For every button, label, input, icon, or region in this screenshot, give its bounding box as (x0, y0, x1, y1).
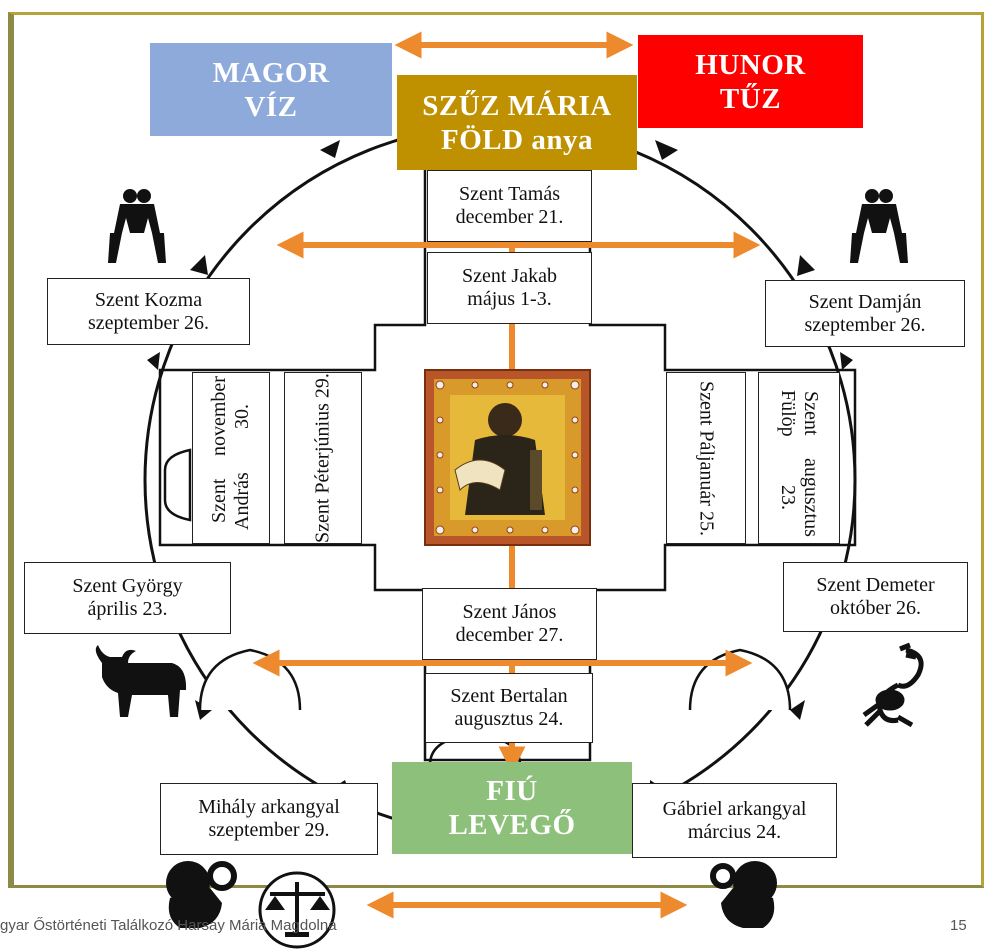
fire-label: TŰZ (719, 82, 782, 115)
gemini-icon (108, 189, 166, 263)
saint-name: Szent Pál (695, 380, 718, 456)
saint-name: Szent Péter (311, 452, 334, 543)
saint-jakab-box: Szent Jakab május 1-3. (427, 252, 592, 324)
saint-date: március 24. (687, 820, 782, 843)
aries-icon (710, 861, 777, 928)
saint-damjan-box: Szent Damján szeptember 26. (765, 280, 965, 347)
saint-janos-box: Szent János december 27. (422, 588, 597, 660)
saint-date: június 29. (311, 373, 334, 453)
szuz-maria-earth-box: SZŰZ MÁRIA FÖLD anya (397, 75, 637, 170)
water-label: VÍZ (244, 90, 298, 123)
saint-name: Mihály arkangyal (198, 796, 340, 818)
fiu-label: FIÚ (486, 775, 538, 807)
saint-name: Szent Jakab (462, 265, 557, 287)
page-number: 15 (950, 917, 967, 934)
saint-name: Szent Kozma (94, 288, 203, 311)
saint-date: április 23. (87, 598, 168, 620)
saint-date: december 27. (455, 624, 564, 646)
saint-gyorgy-box: Szent György április 23. (24, 562, 231, 634)
saint-date: december 21. (455, 206, 564, 228)
saint-pal-box: Szent Pál január 25. (666, 372, 746, 544)
saint-date: október 26. (829, 597, 922, 619)
hunor-label: HUNOR (695, 48, 806, 81)
libra-icon (258, 871, 336, 949)
gabriel-arkangyal-box: Gábriel arkangyal március 24. (632, 783, 837, 858)
saint-demeter-box: Szent Demeter október 26. (783, 562, 968, 632)
saint-name: Szent Demeter (816, 574, 935, 596)
aries-icon (166, 861, 237, 928)
saint-name: Gábriel arkangyal (662, 797, 807, 820)
szuz-maria-label: SZŰZ MÁRIA (422, 89, 612, 122)
saint-andras-box: Szent András november 30. (192, 372, 270, 544)
slide-frame (8, 12, 984, 888)
taurus-icon (95, 645, 187, 717)
saint-date: augusztus 23. (777, 458, 822, 538)
saint-name: Szent Damján (808, 290, 922, 313)
saint-name: Szent András (208, 472, 253, 531)
fiu-air-box: FIÚ LEVEGŐ (392, 762, 632, 854)
cross-floorplan (158, 166, 857, 762)
magor-water-box: MAGOR VÍZ (150, 43, 392, 136)
saint-peter-box: Szent Péter június 29. (284, 372, 362, 544)
earth-mother-label: FÖLD anya (441, 123, 593, 156)
saint-name: Szent János (462, 601, 557, 623)
saint-tamas-box: Szent Tamás december 21. (427, 170, 592, 242)
saint-name: Szent Tamás (459, 183, 560, 205)
saint-fulop-box: Szent Fülöp augusztus 23. (758, 372, 840, 544)
saint-name: Szent Fülöp (777, 389, 822, 437)
scorpio-icon (862, 642, 924, 728)
central-icon-image (424, 369, 591, 546)
saint-date: május 1-3. (467, 288, 552, 310)
gemini-icon (850, 189, 908, 263)
saint-date: szeptember 29. (208, 819, 330, 841)
saint-date: augusztus 24. (454, 708, 564, 730)
saint-name: Szent Bertalan (450, 685, 568, 707)
magor-label: MAGOR (212, 56, 330, 89)
saint-kozma-box: Szent Kozma szeptember 26. (47, 278, 250, 345)
saint-date: január 25. (695, 455, 718, 536)
mihaly-arkangyal-box: Mihály arkangyal szeptember 29. (160, 783, 378, 855)
saint-name: Szent György (72, 575, 183, 597)
saint-bertalan-box: Szent Bertalan augusztus 24. (425, 673, 593, 743)
hunor-fire-box: HUNOR TŰZ (638, 35, 863, 128)
saint-date: szeptember 26. (87, 311, 210, 334)
footer-caption: gyar Őstörténeti Találkozó Harsay Mária … (0, 917, 337, 934)
saint-date: november 30. (208, 376, 253, 457)
saint-date: szeptember 26. (804, 313, 926, 336)
air-label: LEVEGŐ (448, 809, 576, 841)
